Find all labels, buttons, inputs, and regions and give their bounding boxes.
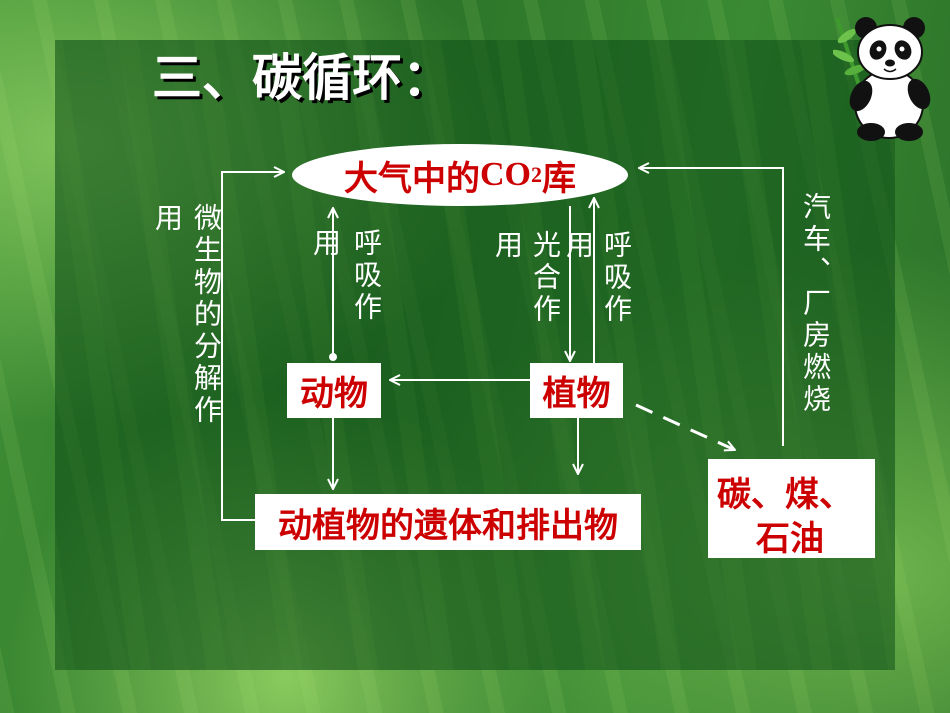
- node-fossil-line2: 石油: [756, 519, 824, 559]
- arrow-plant-to-fossil-dashed: [635, 403, 735, 450]
- arrow-remains-to-atmosphere: [221, 172, 284, 521]
- label-combustion: 汽车、厂房燃烧: [799, 192, 832, 416]
- panda-icon: [833, 17, 931, 141]
- slide-title: 三、碳循环：: [152, 49, 452, 107]
- node-atmosphere-co: CO: [480, 156, 531, 193]
- node-plant: 植物: [530, 363, 623, 418]
- node-atmosphere-tail: 库: [542, 158, 576, 199]
- node-remains: 动植物的遗体和排出物: [255, 494, 641, 550]
- label-decomposition: 微生物的分解作用: [151, 203, 223, 427]
- label-animal-respiration: 呼吸作用: [309, 228, 383, 324]
- node-fossil-fuels: 碳、煤、 石油: [708, 459, 875, 559]
- label-plant-respiration: 呼吸作用: [562, 230, 633, 326]
- node-atmosphere-subscript: 2: [531, 162, 542, 187]
- node-fossil-line1: 碳、煤、: [717, 475, 853, 515]
- arrow-animal-start-dot: [329, 353, 337, 361]
- label-photosynthesis: 光合作用: [491, 230, 562, 326]
- node-atmosphere-label: 大气中的: [344, 158, 480, 199]
- node-animal: 动物: [287, 363, 381, 418]
- arrow-fossil-to-atmosphere: [639, 168, 784, 446]
